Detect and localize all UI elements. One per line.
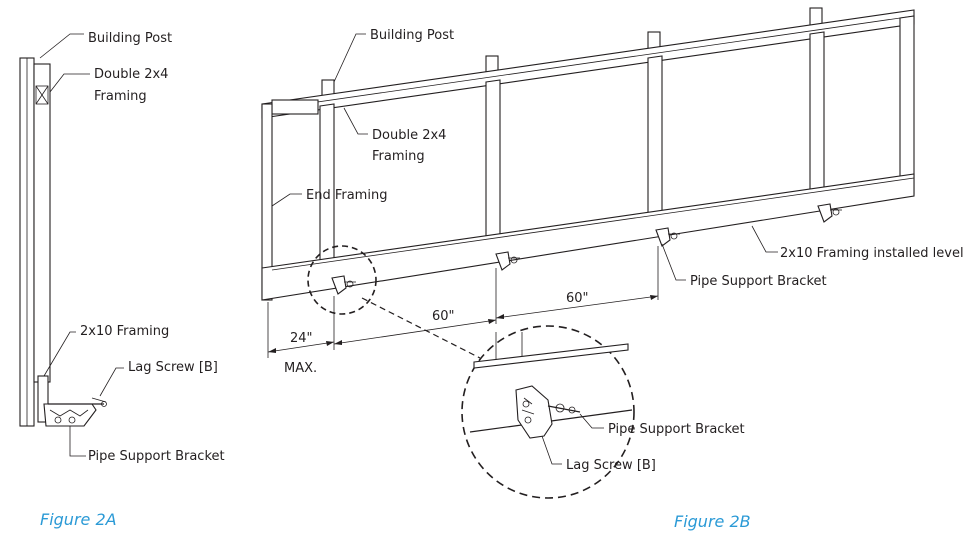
label-double-framing-a-2: Framing [94, 89, 147, 104]
figure-2b: Building Post Double 2x4 Framing End Fra… [261, 7, 964, 531]
caption-figure-2b: Figure 2B [674, 512, 751, 531]
label-framing-2x10-a: 2x10 Framing [80, 324, 169, 339]
dimension-end-offset-note: MAX. [284, 361, 317, 376]
vertical-studs [319, 31, 825, 261]
dimension-spacing-2: 60" [566, 291, 589, 306]
detail-view-circle [461, 325, 635, 499]
label-lag-screw-a: Lag Screw [B] [128, 360, 218, 375]
label-building-post-b: Building Post [370, 28, 454, 43]
end-framing [261, 103, 273, 301]
double-framing-side [33, 63, 51, 383]
pipe-support-bracket-2 [495, 251, 520, 271]
pipe-support-bracket-1 [331, 275, 356, 295]
caption-figure-2a: Figure 2A [40, 510, 117, 529]
figure-2a: Building Post Double 2x4 Framing 2x10 Fr… [19, 31, 225, 529]
framing-2x10-level [261, 173, 915, 301]
label-pipe-support-bracket-a: Pipe Support Bracket [88, 449, 225, 464]
detail-view [469, 332, 633, 439]
label-detail-pipe-support-bracket: Pipe Support Bracket [608, 422, 745, 437]
label-double-framing-b-1: Double 2x4 [372, 128, 446, 143]
pipe-support-bracket-3 [655, 227, 680, 247]
label-framing-installed-level: 2x10 Framing installed level [780, 246, 964, 261]
label-double-framing-a-1: Double 2x4 [94, 67, 168, 82]
label-detail-lag-screw: Lag Screw [B] [566, 458, 656, 473]
detail-callout-circle [307, 245, 377, 315]
dimension-end-offset: 24" [290, 331, 313, 346]
label-end-framing: End Framing [306, 188, 387, 203]
label-building-post-a: Building Post [88, 31, 172, 46]
label-pipe-support-bracket-b: Pipe Support Bracket [690, 274, 827, 289]
label-double-framing-b-2: Framing [372, 149, 425, 164]
dimensions [267, 246, 659, 358]
pipe-support-bracket-side [43, 397, 107, 427]
dimension-spacing-1: 60" [432, 309, 455, 324]
framing-2x10-side [37, 375, 49, 423]
pipe-support-bracket-4 [817, 203, 842, 223]
